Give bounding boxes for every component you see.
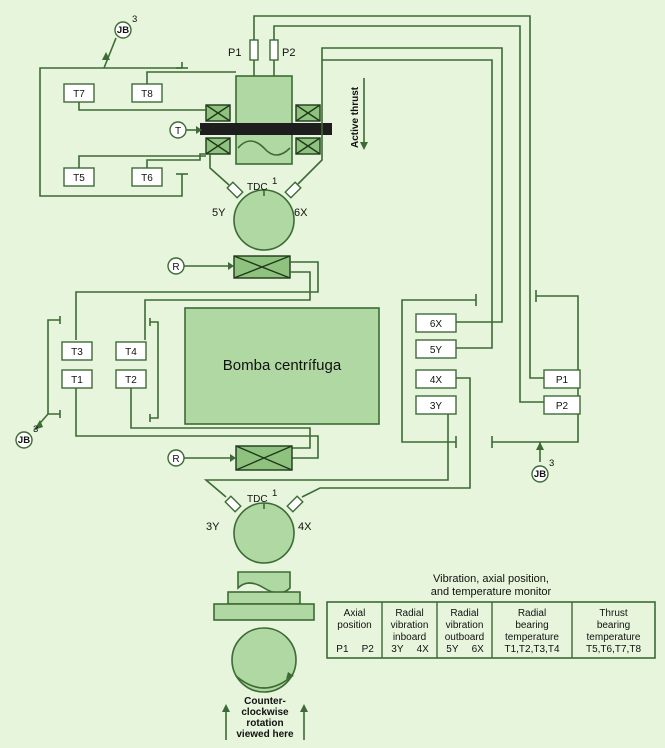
coupling-wave (237, 140, 291, 156)
driver-shaft (231, 627, 297, 693)
centrifugal-pump (184, 307, 380, 425)
jb-top-label: JB (117, 25, 129, 36)
tdc-bottom-sup: 1 (272, 488, 277, 499)
tdc-top-sup: 1 (272, 176, 277, 187)
monitor-column-header: position (337, 620, 371, 631)
probe-p2 (269, 39, 279, 61)
rotation-line-3: rotation (246, 718, 283, 729)
t6-label: T6 (141, 173, 153, 184)
rotation-line-4: viewed here (236, 729, 294, 740)
t3-label: T3 (71, 347, 83, 358)
sensor-t4 (115, 341, 147, 361)
shaft-top (233, 189, 295, 251)
terminal-block-right: P1 P2 JB 3 (491, 290, 581, 483)
x4-label: 4X (298, 521, 312, 533)
jb-left-superscript: 3 (33, 424, 38, 435)
monitor-column-header: temperature (587, 632, 641, 643)
p2-label: P2 (282, 47, 295, 59)
monitor-title-2: and temperature monitor (431, 586, 552, 598)
monitor-column-header: vibration (391, 620, 429, 631)
terminal-5y-label: 5Y (430, 345, 443, 356)
thrust-bearing-assembly (200, 75, 332, 165)
t7-label: T7 (73, 89, 85, 100)
coupling-flange-bottom (213, 603, 315, 621)
t5-label: T5 (73, 173, 85, 184)
t2-label: T2 (125, 375, 137, 386)
monitor-column-value: 4X (417, 644, 430, 655)
jb-right-superscript: 3 (549, 458, 554, 469)
junction-box-left (15, 431, 33, 449)
monitor-panel: Vibration, axial position, and temperatu… (326, 573, 656, 659)
thrust-housing (235, 75, 293, 165)
monitor-column-header: Radial (450, 608, 478, 619)
t1-label: T1 (71, 375, 83, 386)
p1-label: P1 (228, 47, 241, 59)
monitor-title-1: Vibration, axial position, (433, 573, 549, 585)
r-marker-bottom-label: R (172, 454, 179, 465)
jb-left-label: JB (18, 435, 30, 446)
rotation-line-1: Counter- (244, 696, 286, 707)
pump-label: Bomba centrífuga (223, 357, 342, 374)
probe-6x (284, 181, 302, 199)
t8-label: T8 (141, 89, 153, 100)
monitor-column-header: vibration (446, 620, 484, 631)
jb-right-label: JB (534, 469, 546, 480)
t-marker-label: T (175, 126, 181, 137)
terminal-3y-label: 3Y (430, 401, 443, 412)
terminal-3y (415, 395, 457, 415)
terminal-block-left: 6X 5Y 4X 3Y (401, 294, 477, 448)
monitor-column-value: 5Y (446, 644, 459, 655)
sensor-t1 (61, 369, 93, 389)
terminal-5y (415, 339, 457, 359)
junction-box-right (531, 465, 549, 483)
monitor-column-header: Radial (518, 608, 546, 619)
probe-3y (224, 495, 242, 513)
terminal-4x-label: 4X (430, 375, 443, 386)
monitor-column-header: outboard (445, 632, 484, 643)
monitor-column-header: Axial (344, 608, 366, 619)
monitor-column-value: T1,T2,T3,T4 (504, 644, 559, 655)
monitor-column-header: Thrust (599, 608, 628, 619)
thrust-collar (200, 123, 332, 135)
terminal-p2-label: P2 (556, 401, 569, 412)
monitor-column-header: Radial (395, 608, 423, 619)
sensor-t3 (61, 341, 93, 361)
coupling-hub (237, 571, 291, 594)
monitor-column-header: temperature (505, 632, 559, 643)
monitor-column-value: T5,T6,T7,T8 (586, 644, 641, 655)
monitor-column-header: bearing (515, 620, 548, 631)
terminal-p1-label: P1 (556, 375, 569, 386)
terminal-6x (415, 313, 457, 333)
monitor-column-value: 6X (472, 644, 485, 655)
probe-4x (286, 495, 304, 513)
t4-label: T4 (125, 347, 137, 358)
rotation-line-2: clockwise (241, 707, 289, 718)
tdc-bottom-label: TDC (247, 494, 268, 505)
terminal-4x (415, 369, 457, 389)
monitor-column-value: P1 (336, 644, 349, 655)
shaft-bottom (233, 502, 295, 564)
x6-label: 6X (294, 207, 308, 219)
monitor-column-value: P2 (362, 644, 375, 655)
r-marker-top-label: R (172, 262, 179, 273)
tdc-top-label: TDC (247, 182, 268, 193)
jb-top-superscript: 3 (132, 14, 137, 25)
active-thrust-label: Active thrust (350, 86, 361, 148)
monitor-column-value: 3Y (391, 644, 404, 655)
junction-box-top (114, 21, 132, 39)
probe-5y (226, 181, 244, 199)
monitor-column-header: bearing (597, 620, 630, 631)
terminal-p2 (543, 395, 581, 415)
y5-label: 5Y (212, 207, 226, 219)
probe-p1 (249, 39, 259, 61)
monitor-column-header: inboard (393, 632, 426, 643)
terminal-p1 (543, 369, 581, 389)
y3-label: 3Y (206, 521, 220, 533)
coupling-flange-top (227, 591, 301, 605)
terminal-6x-label: 6X (430, 319, 443, 330)
